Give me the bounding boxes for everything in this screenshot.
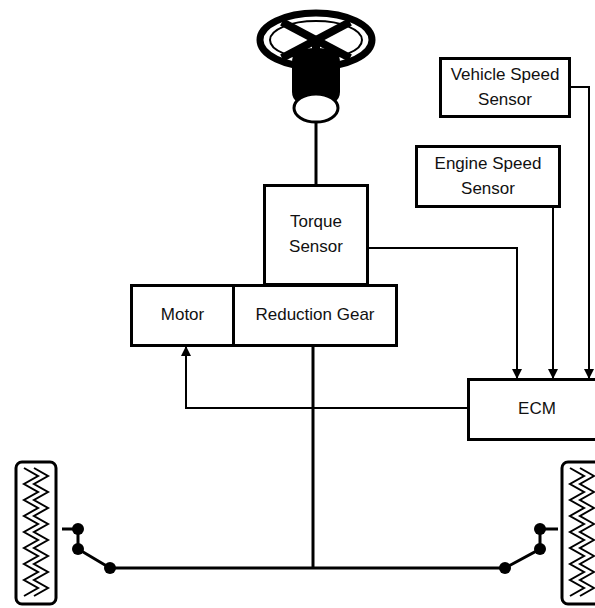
sensor-box: Vehicle Speed Sensor [439, 57, 571, 118]
node-label: Torque Sensor [266, 210, 366, 259]
joint [534, 523, 546, 535]
tread-zigzag [34, 468, 48, 596]
tread-zigzag [580, 468, 594, 596]
signal-connector [552, 208, 554, 378]
tire-left [16, 462, 56, 604]
joint [72, 523, 84, 535]
joint [499, 562, 511, 574]
sensor-box: Engine Speed Sensor [415, 145, 561, 208]
joint [72, 543, 84, 555]
signal-connector [571, 87, 589, 378]
actuator-box: Motor [130, 284, 235, 347]
node-label: Vehicle Speed Sensor [442, 63, 568, 112]
tie-rod-right [505, 529, 558, 568]
hub-cap [294, 94, 338, 122]
tire-tread [24, 468, 594, 596]
gear-box: Reduction Gear [232, 284, 398, 347]
signal-connector [186, 347, 467, 408]
joint [534, 543, 546, 555]
node-label: Engine Speed Sensor [418, 152, 558, 201]
control-module-box: ECM [467, 378, 595, 441]
node-label: Motor [155, 303, 210, 328]
node-label: ECM [512, 397, 562, 422]
steering-rack [110, 567, 505, 570]
pinion-shaft [312, 346, 315, 568]
tire-right [562, 462, 595, 604]
joint [104, 562, 116, 574]
node-label: Reduction Gear [249, 303, 380, 328]
sensor-box: Torque Sensor [263, 184, 369, 286]
tie-rod-left [62, 529, 110, 568]
